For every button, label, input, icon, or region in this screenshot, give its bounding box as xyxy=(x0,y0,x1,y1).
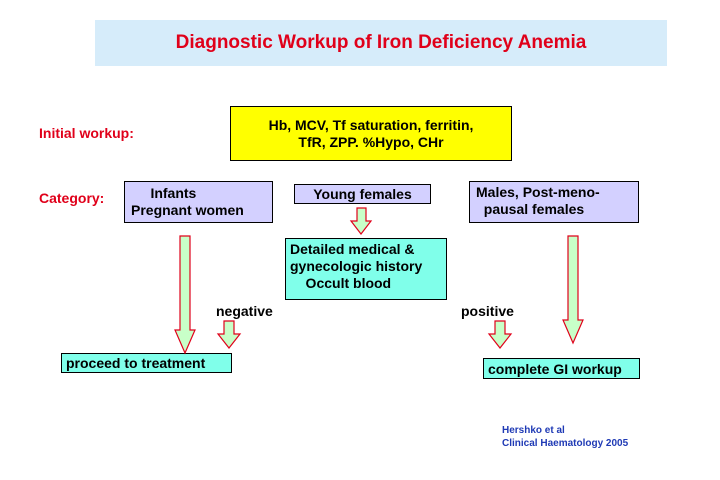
category-label: Category: xyxy=(39,190,105,206)
positive-label: positive xyxy=(461,303,514,319)
infants-pregnant-box: Infants Pregnant women xyxy=(124,181,273,223)
title-bar: Diagnostic Workup of Iron Deficiency Ane… xyxy=(95,20,667,66)
males-postmenopausal-box: Males, Post-meno- pausal females xyxy=(469,181,639,223)
initial-tests-box: Hb, MCV, Tf saturation, ferritin, TfR, Z… xyxy=(230,106,512,161)
history-box: Detailed medical & gynecologic history O… xyxy=(285,238,447,300)
arrow-infants-to-treatment xyxy=(174,235,196,355)
negative-label: negative xyxy=(216,303,273,319)
initial-workup-label: Initial workup: xyxy=(39,125,134,141)
arrow-young-to-history xyxy=(349,207,373,235)
arrow-males-to-gi xyxy=(562,235,584,345)
citation-source: Clinical Haematology 2005 xyxy=(502,438,629,449)
treatment-box: proceed to treatment xyxy=(61,353,232,373)
arrow-positive xyxy=(487,320,513,349)
young-females-box: Young females xyxy=(294,184,431,204)
gi-workup-box: complete GI workup xyxy=(483,358,640,379)
citation-author: Hershko et al xyxy=(502,425,565,436)
arrow-negative xyxy=(216,320,242,349)
page-title: Diagnostic Workup of Iron Deficiency Ane… xyxy=(175,32,587,53)
